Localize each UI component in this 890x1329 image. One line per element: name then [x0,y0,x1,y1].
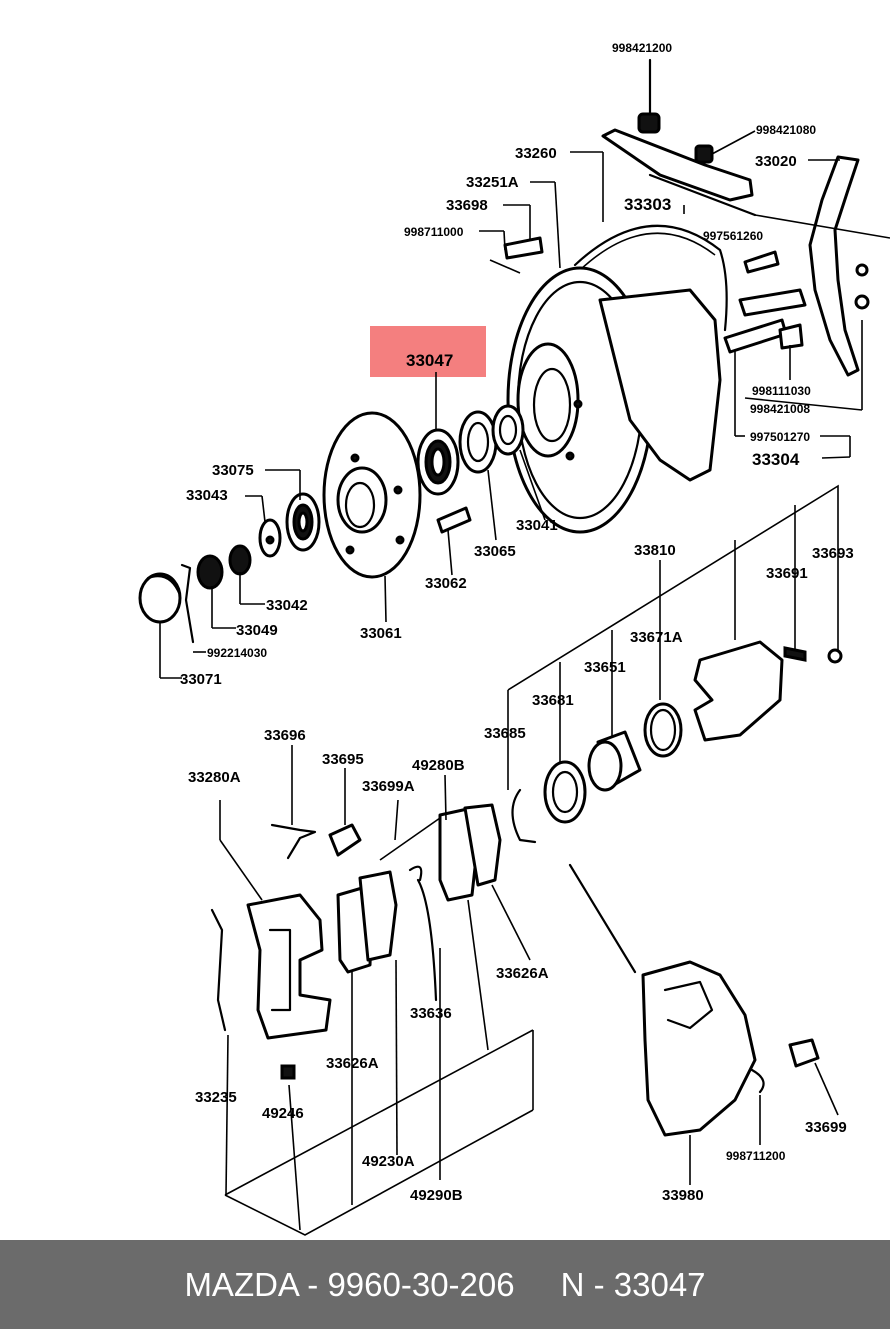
label-33699a: 33699A [362,778,415,795]
label-33699: 33699 [805,1119,847,1136]
label-998421080: 998421080 [756,123,816,137]
label-33235: 33235 [195,1089,237,1106]
part-number-footer: MAZDA - 9960-30-206 N - 33047 [0,1240,890,1329]
label-33651: 33651 [584,659,626,676]
label-998111030: 998111030 [752,384,811,398]
steering-knuckle-assembly [479,58,890,534]
highlight-box [370,326,486,377]
label-997501270: 997501270 [750,430,810,444]
label-33062: 33062 [425,575,467,592]
label-33251a: 33251A [466,174,519,191]
label-992214030: 992214030 [207,646,267,660]
label-33075: 33075 [212,462,254,479]
label-33980: 33980 [662,1187,704,1204]
label-33260: 33260 [515,145,557,162]
label-33020: 33020 [755,153,797,170]
label-33693: 33693 [812,545,854,562]
label-33671a: 33671A [630,629,683,646]
label-33636: 33636 [410,1005,452,1022]
brake-pads-hardware [210,745,534,1236]
label-33042: 33042 [266,597,308,614]
label-998711000: 998711000 [404,225,464,239]
wheel-hub-parts [138,372,546,679]
label-49246: 49246 [262,1105,304,1122]
label-33691: 33691 [766,565,808,582]
label-33696: 33696 [264,727,306,744]
label-33303: 33303 [624,195,671,214]
label-33043: 33043 [186,487,228,504]
label-49230a: 49230A [362,1153,415,1170]
label-33685: 33685 [484,725,526,742]
label-33041: 33041 [516,517,558,534]
label-998711200: 998711200 [726,1149,786,1163]
label-998421008: 998421008 [750,402,810,416]
label-33047: 33047 [406,351,453,370]
label-33049: 33049 [236,622,278,639]
reference-number: N - 33047 [560,1265,706,1303]
part-labels: 998421200 998421080 33260 33020 33251A 3… [180,41,854,1204]
label-33065: 33065 [474,543,516,560]
label-33071: 33071 [180,671,222,688]
label-33626a-right: 33626A [496,965,549,982]
label-33681: 33681 [532,692,574,709]
label-33626a-left: 33626A [326,1055,379,1072]
brand-part-number: MAZDA - 9960-30-206 [184,1265,515,1303]
label-33810: 33810 [634,542,676,559]
label-998421200: 998421200 [612,41,672,55]
caliper-body [568,863,839,1185]
label-33698: 33698 [446,197,488,214]
label-33280a: 33280A [188,769,241,786]
exploded-parts-diagram: 998421200 998421080 33260 33020 33251A 3… [138,41,890,1236]
label-997561260: 997561260 [703,229,763,243]
caliper-seal-kit [507,484,843,844]
label-33061: 33061 [360,625,402,642]
label-49280b-top: 49280B [412,757,465,774]
label-49290b-bottom: 49290B [410,1187,463,1204]
label-33695: 33695 [322,751,364,768]
label-33304: 33304 [752,450,800,469]
